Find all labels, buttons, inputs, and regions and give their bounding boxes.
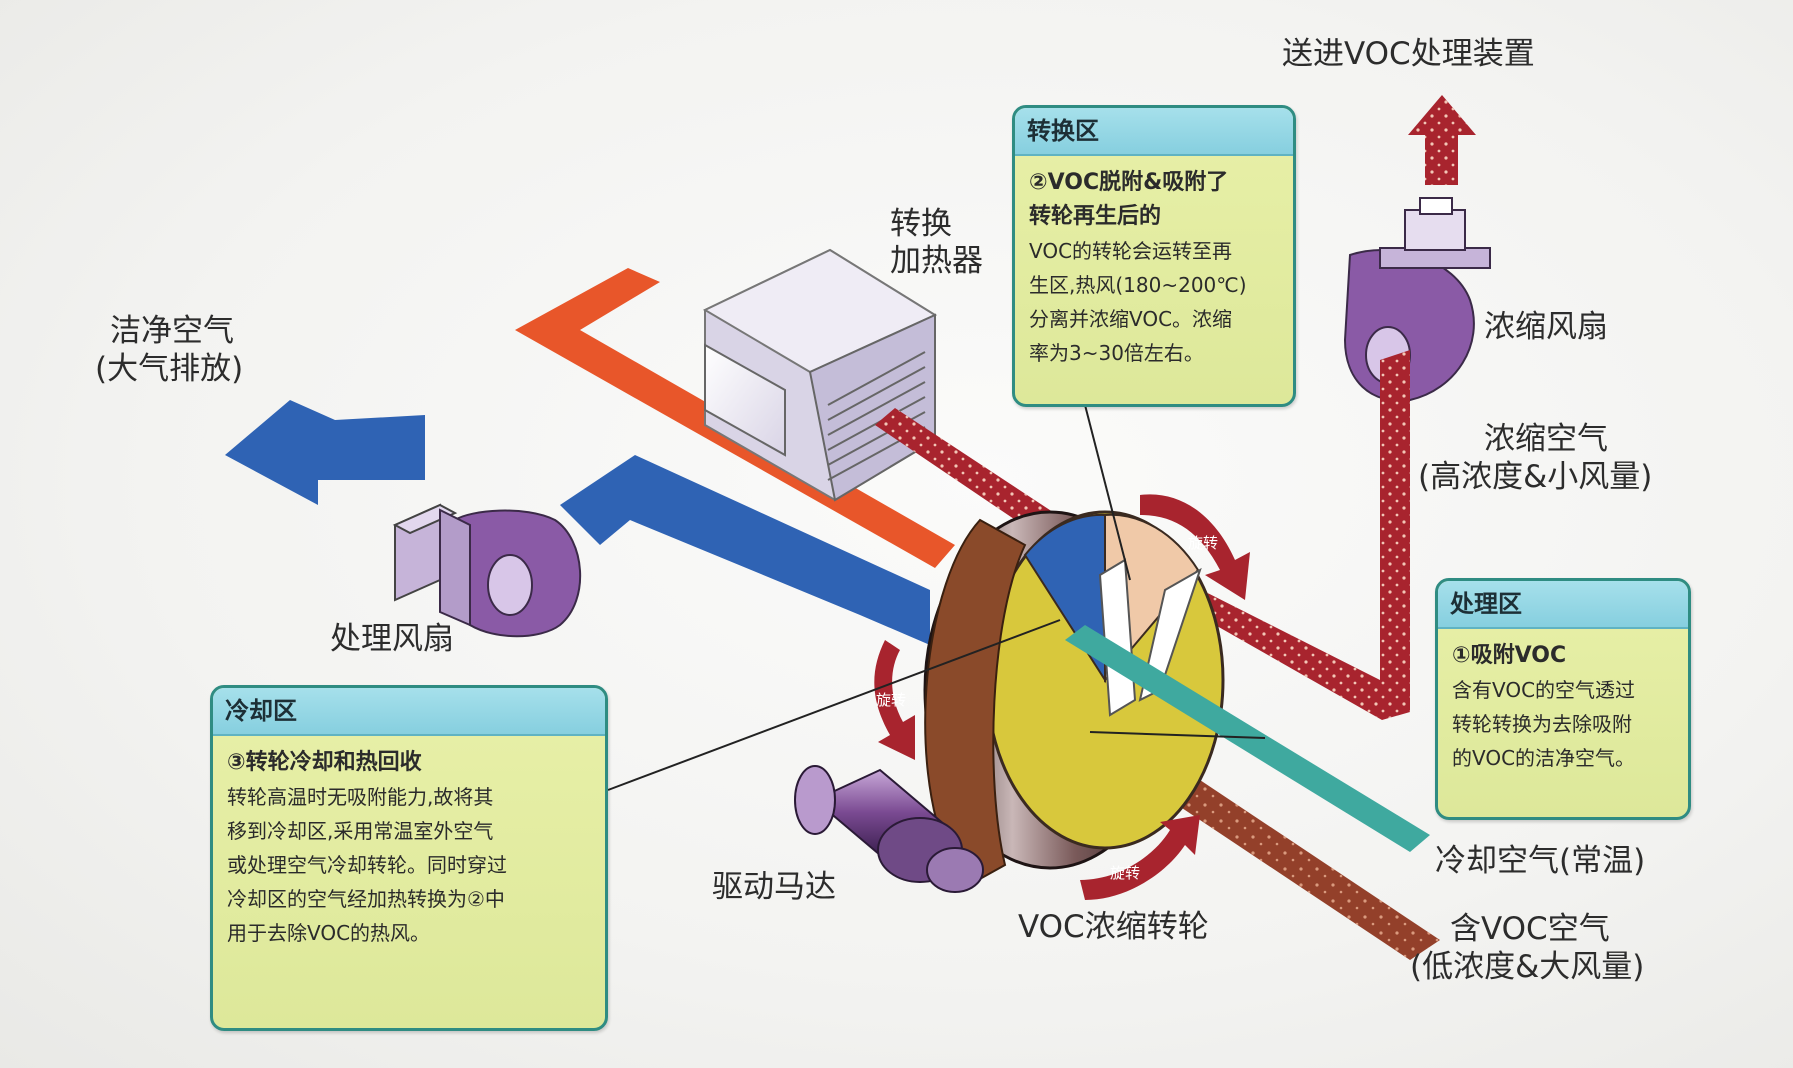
conversion-zone-title: 转换区	[1015, 108, 1293, 156]
drive-motor	[794, 765, 984, 893]
leader-treatment	[1089, 731, 1266, 739]
conversion-zone-line: 生区,热风(180~200℃)	[1029, 273, 1247, 297]
label-clean-air-note: (大气排放)	[95, 351, 244, 387]
conversion-zone-subtitle-2: 转轮再生后的	[1029, 204, 1162, 229]
rotation-arrow-bottom	[1080, 815, 1200, 900]
rotate-label-bottom: 旋转	[1110, 864, 1140, 882]
rotation-arrow-top	[1140, 494, 1250, 600]
label-concentrated-air: 浓缩空气	[1484, 421, 1608, 457]
cooling-zone-line: 转轮高温时无吸附能力,故将其	[227, 785, 494, 809]
teal-cooling-duct	[1065, 625, 1430, 852]
label-concentrated-air-note: (高浓度&小风量)	[1418, 459, 1653, 495]
label-concentration-fan: 浓缩风扇	[1484, 309, 1608, 345]
label-clean-air: 洁净空气	[110, 313, 234, 349]
concentration-fan	[1343, 197, 1491, 402]
treatment-zone-title: 处理区	[1438, 581, 1688, 629]
treatment-zone-box: 处理区 ①吸附VOC 含有VOC的空气透过 转轮转换为去除吸附 的VOC的洁净空…	[1435, 578, 1691, 820]
cooling-zone-line: 或处理空气冷却转轮。同时穿过	[227, 853, 507, 877]
label-process-fan: 处理风扇	[330, 621, 454, 657]
leader-conversion	[1084, 404, 1131, 581]
red-hot-duct	[875, 408, 1065, 540]
blue-duct	[560, 455, 930, 645]
cooling-zone-line: 移到冷却区,采用常温室外空气	[227, 819, 494, 843]
treatment-zone-subtitle: ①吸附VOC	[1452, 643, 1567, 668]
treatment-zone-line: 转轮转换为去除吸附	[1452, 712, 1632, 736]
conversion-zone-line: 率为3~30倍左右。	[1029, 341, 1204, 365]
clean-air-arrow	[225, 400, 425, 505]
cooling-zone-line: 用于去除VOC的热风。	[227, 921, 431, 945]
cooling-zone-line: 冷却区的空气经加热转换为②中	[227, 887, 505, 911]
label-drive-motor: 驱动马达	[712, 869, 836, 905]
voc-rotor-wheel	[923, 510, 1225, 892]
cooling-zone-subtitle: ③转轮冷却和热回收	[227, 750, 422, 775]
process-fan	[392, 503, 581, 638]
leader-cooling	[607, 619, 1061, 791]
conversion-zone-line: VOC的转轮会运转至再	[1029, 239, 1233, 263]
treatment-zone-line: 的VOC的洁净空气。	[1452, 746, 1636, 770]
exhaust-up-arrow	[1408, 95, 1476, 185]
brown-voc-duct	[1125, 750, 1440, 960]
label-voc-rotor: VOC浓缩转轮	[1018, 909, 1209, 945]
cooling-zone-box: 冷却区 ③转轮冷却和热回收 转轮高温时无吸附能力,故将其 移到冷却区,采用常温室…	[210, 685, 608, 1031]
conversion-zone-box: 转换区 ②VOC脱附&吸附了 转轮再生后的 VOC的转轮会运转至再 生区,热风(…	[1012, 105, 1296, 407]
label-send-to-voc: 送进VOC处理装置	[1282, 36, 1535, 72]
cooling-zone-title: 冷却区	[213, 688, 605, 736]
treatment-zone-line: 含有VOC的空气透过	[1452, 678, 1636, 702]
heater-box	[702, 248, 938, 502]
label-voc-air: 含VOC空气	[1450, 911, 1610, 947]
conversion-zone-subtitle-1: ②VOC脱附&吸附了	[1029, 170, 1229, 195]
rotation-arrow-left	[874, 640, 915, 760]
rotate-label-left: 旋转	[876, 691, 906, 709]
rotate-label-top: 旋转	[1188, 534, 1218, 552]
label-voc-air-note: (低浓度&大风量)	[1410, 949, 1645, 985]
red-concentrated-duct	[1145, 350, 1410, 720]
label-heater-line2: 加热器	[890, 243, 983, 279]
conversion-zone-line: 分离并浓缩VOC。浓缩	[1029, 307, 1233, 331]
label-cooling-air: 冷却空气(常温)	[1435, 843, 1646, 879]
label-heater-line1: 转换	[890, 206, 952, 242]
